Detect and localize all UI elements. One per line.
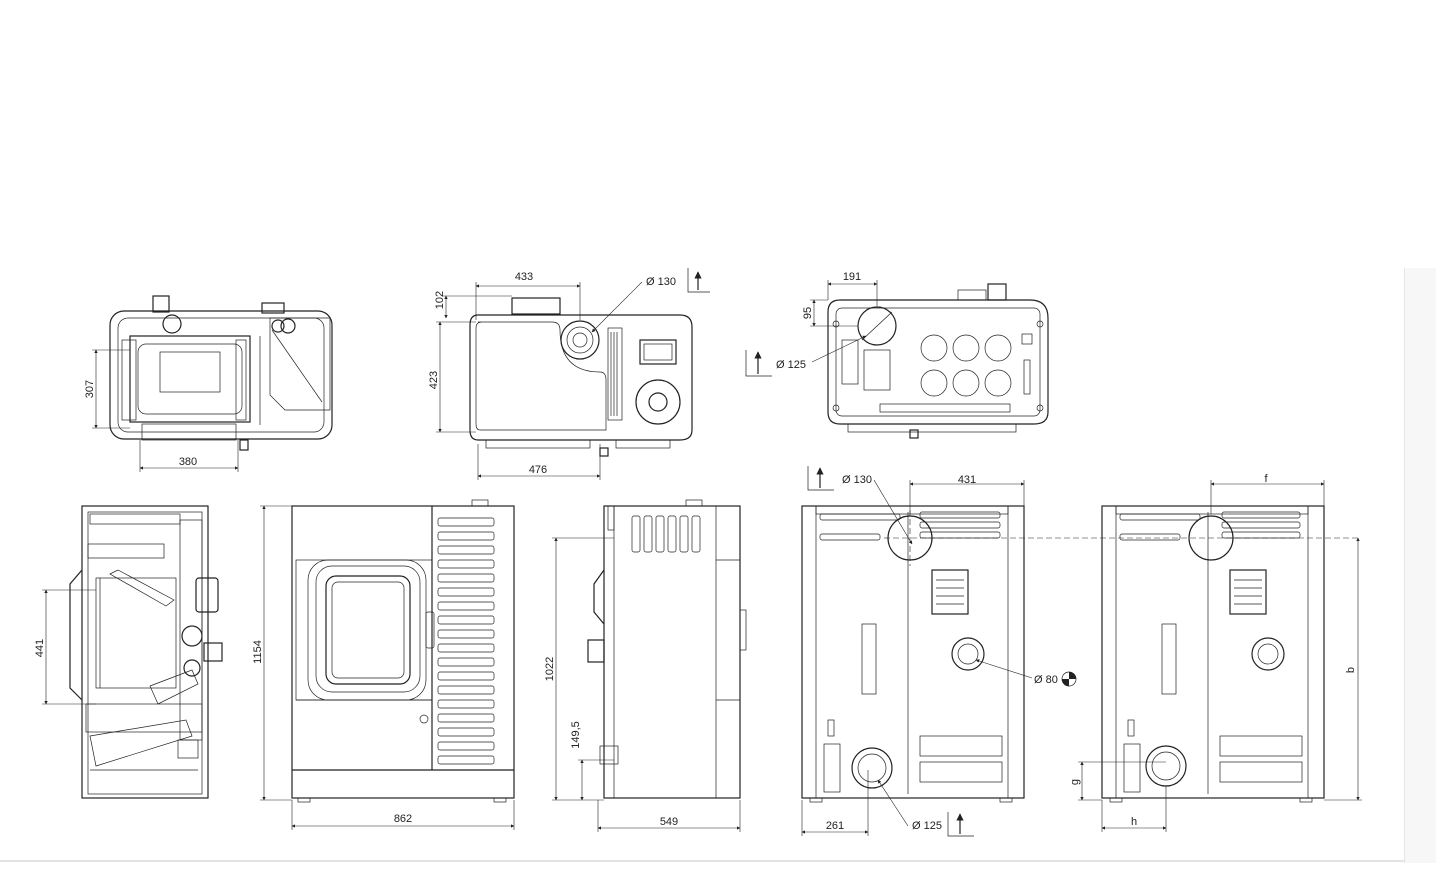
dim-549: 549 [660,816,678,828]
air-inlet-symbol-icon [1061,671,1077,687]
dim-phi125-top: Ø 125 [776,359,806,371]
technical-drawing: 307 380 433 102 423 [34,268,1362,837]
side-vents [631,515,701,553]
view-side: 1022 149,5 549 [544,499,747,832]
dim-phi125-back: Ø 125 [912,820,942,832]
dim-f: f [1264,473,1268,485]
dim-102: 102 [434,291,446,309]
view-back-lettered: f b g h [1069,473,1362,832]
dim-307: 307 [84,380,96,398]
dim-441: 441 [34,639,46,657]
view-underside: 191 95 Ø 125 [745,271,1049,439]
dim-g: g [1069,779,1081,785]
dim-95: 95 [802,307,814,319]
dim-149-5: 149,5 [570,721,582,749]
dim-261: 261 [826,820,844,832]
dim-380: 380 [179,456,197,468]
dim-h: h [1131,816,1137,828]
front-grille [437,517,495,765]
view-front: 1154 862 [252,499,515,830]
dim-phi80: Ø 80 [1034,674,1058,686]
dim-862: 862 [394,813,412,825]
flue-arrow-icon [807,466,834,491]
bottom-divider [0,860,1404,862]
view-back: 431 Ø 130 Ø 80 261 Ø 125 [801,466,1360,837]
dim-1022: 1022 [544,657,556,681]
dim-b: b [1345,667,1357,673]
dim-476: 476 [529,464,547,476]
dim-191: 191 [843,271,861,283]
view-top-outline: 433 102 423 476 Ø 130 [428,268,710,480]
dim-phi130-top: Ø 130 [646,276,676,288]
dim-1154: 1154 [252,640,264,664]
flue-arrow-icon [687,268,710,293]
view-top-section: 307 380 [84,295,333,472]
dim-431: 431 [958,474,976,486]
dim-423: 423 [428,371,440,389]
flue-arrow-icon [947,812,974,837]
view-side-section: 441 [34,505,223,799]
dim-phi130-back: Ø 130 [842,474,872,486]
dim-433: 433 [515,271,533,283]
flue-arrow-icon [745,350,772,377]
right-margin-panel [1404,268,1436,863]
